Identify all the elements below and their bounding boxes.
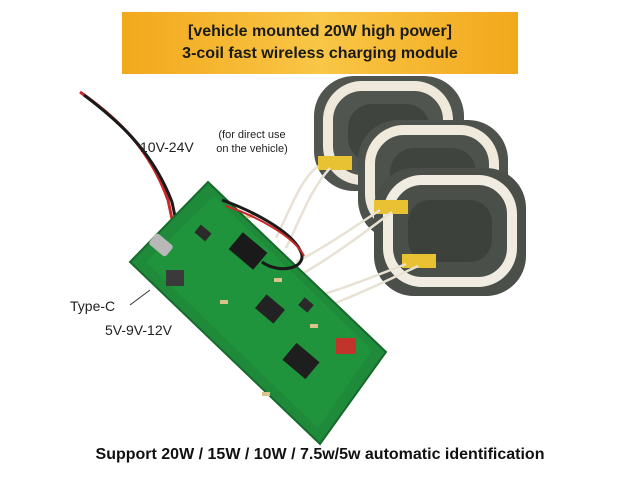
- pcb-board: [128, 180, 388, 446]
- port-label: Type-C: [70, 298, 116, 314]
- typec-callout-line: [129, 289, 151, 306]
- chip-3: [282, 342, 320, 380]
- usage-note: (for direct use on the vehicle): [206, 128, 298, 156]
- tape-strip-1: [318, 156, 352, 170]
- input-voltage-label: 10V-24V: [140, 139, 194, 155]
- title-line-2: 3-coil fast wireless charging module: [182, 45, 458, 62]
- black-wire: [83, 93, 182, 241]
- chip-2: [255, 294, 285, 324]
- title-line-1: [vehicle mounted 20W high power]: [187, 23, 453, 40]
- tape-strip-2: [374, 200, 408, 214]
- support-caption: Support 20W / 15W / 10W / 7.5w/5w automa…: [95, 446, 545, 463]
- usage-note-line-1: (for direct use: [218, 129, 286, 141]
- red-wire: [79, 90, 178, 239]
- type-c-port: [149, 233, 173, 257]
- title-banner: [vehicle mounted 20W high power] 3-coil …: [122, 12, 518, 74]
- port-voltage-label: 5V-9V-12V: [105, 322, 172, 338]
- inductor: [166, 270, 184, 286]
- chip-1: [228, 232, 268, 270]
- red-switch: [336, 338, 356, 354]
- usage-note-line-2: on the vehicle): [216, 143, 288, 155]
- tape-strip-3: [402, 254, 436, 268]
